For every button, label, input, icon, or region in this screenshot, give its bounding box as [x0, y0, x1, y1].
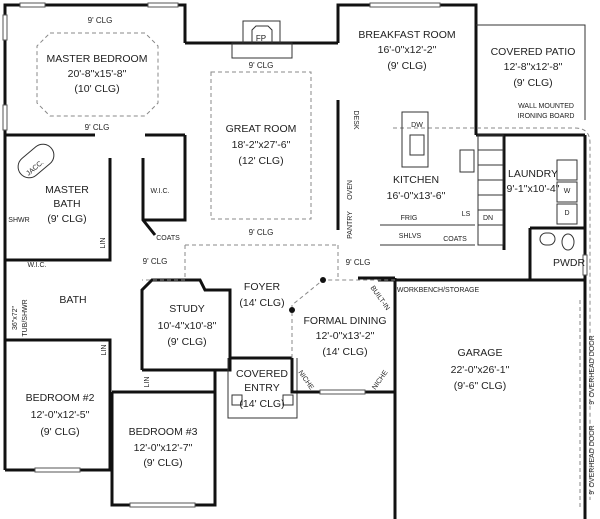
room-name-covered-patio: COVERED PATIO [491, 46, 576, 58]
linen-label: LIN [100, 238, 107, 249]
room-name-study: STUDY [169, 303, 205, 315]
room-ceiling: (9' CLG) [143, 457, 182, 469]
room-size: 20'-8"x15'-8" [68, 68, 127, 80]
room-name-powder: PWDR [553, 257, 585, 269]
pantry-label: PANTRY [347, 211, 354, 239]
room-size: 12'-0"x12'-5" [31, 409, 90, 421]
shower-label: SHWR [8, 217, 29, 224]
room-size: 12'-0"x13'-2" [316, 330, 375, 342]
oven-label: OVEN [347, 180, 354, 200]
room-name-breakfast-room: BREAKFAST ROOM [358, 29, 455, 41]
room-name-master-bath-2: BATH [53, 198, 80, 210]
room-ceiling: (12' CLG) [238, 155, 283, 167]
room-name-covered-entry-2: ENTRY [244, 382, 279, 394]
linen-label: LIN [101, 345, 108, 356]
ceiling-label: 9' CLG [143, 257, 168, 266]
coats-label: COATS [156, 235, 180, 242]
room-name-bedroom-3: BEDROOM #3 [129, 426, 198, 438]
room-name-master-bath: MASTER [45, 184, 89, 196]
room-name-master-bedroom: MASTER BEDROOM [47, 53, 148, 65]
walls [3, 3, 587, 519]
ceiling-lines [36, 32, 591, 510]
wic-label: W.I.C. [150, 188, 169, 195]
ceiling-label: 9' CLG [249, 228, 274, 237]
room-ceiling: (14' CLG) [322, 346, 367, 358]
room-size: 10'-4"x10'-8" [158, 320, 217, 332]
jacuzzi-label: JACC. [25, 159, 45, 177]
ironing-board-note-2: IRONING BOARD [518, 113, 575, 120]
room-ceiling: (9' CLG) [387, 60, 426, 72]
tub-size-label: 36"x72" [12, 305, 19, 330]
linen-label: LIN [144, 377, 151, 388]
fireplace [231, 20, 293, 59]
room-name-bedroom-2: BEDROOM #2 [26, 392, 95, 404]
room-name-laundry: LAUNDRY [508, 168, 558, 180]
room-name-covered-entry: COVERED [236, 368, 288, 380]
desk-label: DESK [352, 110, 359, 129]
coats-label: COATS [443, 236, 467, 243]
room-size: 16'-0"x13'-6" [387, 190, 446, 202]
tub-shower-label: TUB/SHWR [22, 299, 29, 336]
dishwasher-label: DW [411, 122, 423, 129]
stairs-down-label: DN [483, 215, 493, 222]
windows [2, 2, 588, 508]
room-ceiling: (9' CLG) [40, 426, 79, 438]
room-ceiling: (9' CLG) [167, 336, 206, 348]
room-name-great-room: GREAT ROOM [226, 123, 297, 135]
overhead-door-label: 9' OVERHEAD DOOR [589, 335, 596, 404]
ceiling-label: 9' CLG [88, 16, 113, 25]
room-size: 22'-0"x26'-1" [451, 364, 510, 376]
room-size: 18'-2"x27'-6" [232, 139, 291, 151]
wic-label: W.I.C. [27, 262, 46, 269]
fireplace-label: FP [256, 34, 266, 43]
fixtures [17, 111, 578, 406]
room-ceiling: (10' CLG) [74, 83, 119, 95]
ceiling-label: 9' CLG [346, 258, 371, 267]
niche-label: NICHE [296, 369, 314, 391]
room-name-kitchen: KITCHEN [393, 174, 439, 186]
room-size: 16'-0"x12'-2" [378, 44, 437, 56]
room-size: 9'-1"x10'-4" [507, 183, 560, 195]
room-ceiling: (9'-6" CLG) [454, 380, 506, 392]
shelves-label: SHLVS [399, 233, 422, 240]
niche-label: NICHE [371, 369, 389, 391]
room-ceiling: (9' CLG) [513, 77, 552, 89]
lazy-susan-label: LS [462, 211, 471, 218]
room-ceiling: (14' CLG) [239, 398, 284, 410]
dryer-label: D [564, 210, 569, 217]
room-name-foyer: FOYER [244, 281, 281, 293]
fridge-label: FRIG [401, 215, 418, 222]
washer-label: W [564, 188, 571, 195]
ceiling-label: 9' CLG [249, 61, 274, 70]
room-size: 12'-0"x12'-7" [134, 442, 193, 454]
ceiling-label: 9' CLG [85, 123, 110, 132]
room-ceiling: (14' CLG) [239, 297, 284, 309]
workbench-storage-label: WORKBENCH/STORAGE [397, 287, 480, 294]
built-in-label: BUILT-IN [369, 285, 391, 312]
room-name-garage: GARAGE [458, 347, 503, 359]
room-ceiling: (9' CLG) [47, 213, 86, 225]
room-name-bath: BATH [59, 294, 86, 306]
room-size: 12'-8"x12'-8" [504, 61, 563, 73]
room-name-formal-dining: FORMAL DINING [303, 315, 386, 327]
overhead-door-label: 9' OVERHEAD DOOR [589, 425, 596, 494]
ironing-board-note: WALL MOUNTED [518, 103, 574, 110]
